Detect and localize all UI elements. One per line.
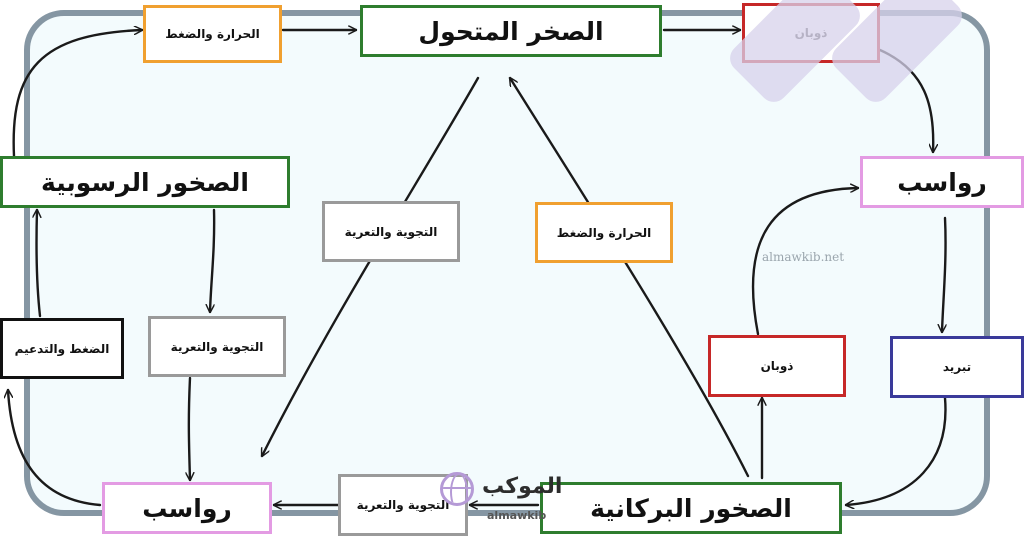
arrow-weathering-to-sediments-left xyxy=(189,376,190,482)
box-volcanic-rocks: الصخور البركانية xyxy=(540,482,842,534)
box-sediments-bottom: رواسب xyxy=(102,482,272,534)
box-weathering-erosion-left: التجوية والتعرية xyxy=(148,316,286,377)
box-metamorphic-rock: الصخر المتحول xyxy=(360,5,662,57)
logo-name: الموكب xyxy=(482,474,563,499)
box-cooling: تبريد xyxy=(890,336,1024,398)
logo-globe-icon xyxy=(440,472,474,506)
arrow-compaction-to-sedimentary xyxy=(36,208,40,318)
arrow-sediments-to-compaction xyxy=(8,388,102,507)
arrow-volcanic-to-metamorphic xyxy=(510,78,750,478)
arrow-cooling-to-volcanic xyxy=(846,396,947,505)
box-weathering-erosion-center: التجوية والتعرية xyxy=(322,201,460,262)
watermark-site: almawkib.net xyxy=(762,250,845,264)
box-heat-pressure-top: الحرارة والضغط xyxy=(143,5,282,63)
box-sedimentary-rocks: الصخور الرسوبية xyxy=(0,156,290,208)
arrow-sedimentary-to-heat-pressure xyxy=(12,30,144,158)
box-melting-right: ذوبان xyxy=(708,335,846,397)
arrow-sedimentary-to-weathering xyxy=(210,208,216,314)
box-heat-pressure-center: الحرارة والضغط xyxy=(535,202,673,263)
box-sediments-right: رواسب xyxy=(860,156,1024,208)
diagram-frame xyxy=(24,10,990,516)
arrow-metamorphic-to-sediments-bottom xyxy=(260,76,480,456)
arrow-melting-to-sediments-right xyxy=(751,188,860,336)
box-compaction-cementation: الضغط والتدعيم xyxy=(0,318,124,379)
arrow-sediments-to-cooling xyxy=(942,216,946,334)
logo-latin: almawkib xyxy=(487,509,547,522)
